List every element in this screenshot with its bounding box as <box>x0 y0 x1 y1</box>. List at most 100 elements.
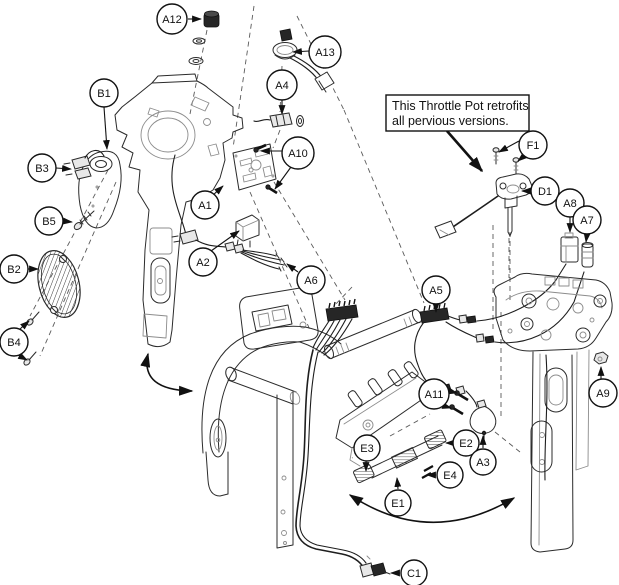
note-box <box>385 94 530 132</box>
callout-label: A13 <box>315 47 335 59</box>
console-plate <box>232 143 278 195</box>
callout-leader-arrow <box>62 217 73 225</box>
callout-label: A9 <box>596 388 609 400</box>
rear-frame <box>493 272 613 553</box>
a11-screws <box>449 390 469 416</box>
callout-balloon <box>27 153 57 183</box>
callout-balloon <box>296 265 326 295</box>
a13-keyswitch <box>272 28 335 93</box>
callout-label: A7 <box>580 215 593 227</box>
callout-balloon <box>436 461 464 489</box>
callout-b3: B3 <box>27 153 72 183</box>
callout-label: B4 <box>7 337 20 349</box>
callout-b4: B4 <box>0 320 30 361</box>
callout-balloon <box>308 35 342 69</box>
mid-bracket <box>335 361 429 467</box>
callout-label: B5 <box>42 216 55 228</box>
callout-label: A3 <box>476 457 489 469</box>
tiller-console-rear-view <box>114 73 244 348</box>
callout-label: D1 <box>538 186 552 198</box>
callout-leader-arrow <box>447 387 458 395</box>
callout-a13: A13 <box>292 35 342 69</box>
a2-housing <box>235 214 260 248</box>
callout-balloon <box>588 378 618 408</box>
callout-balloon <box>190 190 220 220</box>
callout-label: A12 <box>162 14 182 26</box>
callout-balloon <box>452 429 480 457</box>
callout-leader-arrow <box>210 230 240 252</box>
callout-label: C1 <box>407 568 421 580</box>
callout-b1: B1 <box>89 78 119 150</box>
callout-leader-arrow <box>17 352 28 361</box>
callout-leader-arrow <box>498 140 520 153</box>
a5-harness <box>414 263 585 408</box>
callout-balloon <box>188 247 218 277</box>
callout-leader-arrow <box>583 232 591 243</box>
f1-screws <box>492 147 520 175</box>
callout-balloon <box>400 559 428 585</box>
callout-label: B2 <box>7 264 20 276</box>
callout-label: B3 <box>35 163 48 175</box>
callout-a11: A11 <box>418 378 458 410</box>
handlebar-tube <box>323 308 423 360</box>
note-line2: all pervious versions. <box>392 114 509 128</box>
e4-pins <box>421 465 434 479</box>
callout-d1: D1 <box>521 176 560 206</box>
callout-a10: A10 <box>260 136 315 190</box>
callout-balloon <box>353 434 381 462</box>
callout-balloon <box>518 130 548 160</box>
tiller-front-view <box>201 287 391 578</box>
note-line1: This Throttle Pot retrofits <box>392 99 529 113</box>
rotate-arrow-right <box>348 494 516 524</box>
callout-leader-arrow <box>292 47 310 55</box>
callout-e4: E4 <box>426 461 464 489</box>
callout-f1: F1 <box>498 130 548 162</box>
a10-screws <box>253 143 278 195</box>
callout-label: E2 <box>459 438 472 450</box>
callout-e1: E1 <box>384 477 412 517</box>
callout-a7: A7 <box>572 205 602 243</box>
callout-label: A8 <box>563 198 576 210</box>
callout-balloon <box>156 3 188 35</box>
callout-label: E4 <box>443 470 456 482</box>
callout-leader-arrow <box>102 106 110 150</box>
a4-switch <box>253 112 304 128</box>
callout-label: A2 <box>196 257 209 269</box>
callout-balloon <box>266 69 298 101</box>
callout-balloon <box>384 489 412 517</box>
callout-a5: A5 <box>421 275 451 313</box>
b3-connector <box>63 150 105 180</box>
callout-e3: E3 <box>353 434 381 472</box>
callout-label: F1 <box>527 140 540 152</box>
callout-a9: A9 <box>588 366 618 408</box>
note-arrow <box>446 130 484 173</box>
callout-e2: E2 <box>445 429 480 457</box>
callout-a3: A3 <box>469 435 497 476</box>
callout-balloon <box>469 448 497 476</box>
callout-label: A6 <box>304 275 317 287</box>
callout-c1: C1 <box>390 559 428 585</box>
callout-label: A10 <box>288 148 308 160</box>
callout-label: A11 <box>425 389 444 401</box>
callout-label: A5 <box>429 285 442 297</box>
multipin-connector <box>312 298 359 356</box>
callout-leader-arrow <box>517 152 528 162</box>
callout-label: E1 <box>391 498 404 510</box>
callout-label: E3 <box>360 443 373 455</box>
callout-a2: A2 <box>188 230 240 277</box>
callout-leader-arrow <box>286 263 299 273</box>
b2-pad <box>37 250 81 318</box>
callout-layer: A12B1A13A4B3A10A1B5A2B2A6B4F1D1A8A7A5A11… <box>0 3 618 585</box>
callout-a4: A4 <box>266 69 298 115</box>
a9-nut <box>593 351 609 365</box>
a2-a6-harness <box>171 229 288 272</box>
callout-balloon <box>572 205 602 235</box>
callout-leader-arrow <box>274 166 292 190</box>
a7-connector <box>581 242 594 268</box>
callout-b2: B2 <box>0 254 39 284</box>
callout-balloon <box>0 327 29 357</box>
c1-connector <box>359 555 391 578</box>
callout-a6: A6 <box>286 263 326 295</box>
